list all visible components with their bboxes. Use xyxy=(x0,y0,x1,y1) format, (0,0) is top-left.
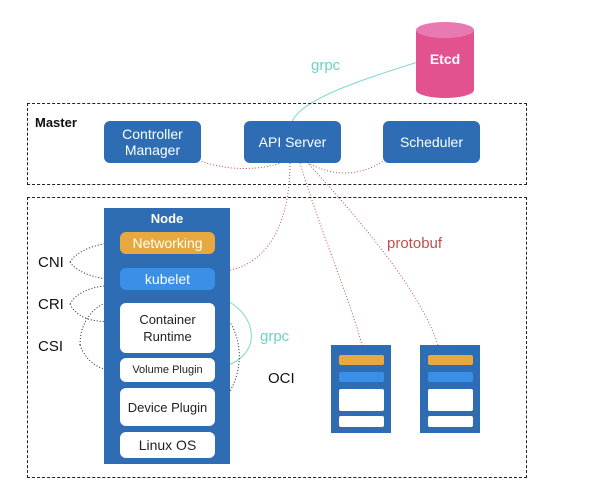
cri-label: CRI xyxy=(38,296,64,313)
master-title: Master xyxy=(35,115,77,130)
node2-kubelet xyxy=(339,372,384,382)
node-title: Node xyxy=(150,211,184,226)
oci-label: OCI xyxy=(268,370,295,387)
device-plugin: Device Plugin xyxy=(120,388,215,426)
csi-label: CSI xyxy=(38,338,64,355)
api-kubelet-line xyxy=(229,162,291,271)
volume-plugin: Volume Plugin xyxy=(120,358,215,382)
protobuf-line-1 xyxy=(299,162,363,346)
cri-loop xyxy=(69,285,123,322)
node3-os xyxy=(428,416,473,427)
grpc-etcd-line xyxy=(291,61,419,123)
grpc-node-label: grpc xyxy=(260,328,290,345)
node3-networking xyxy=(428,355,473,365)
api-server: API Server xyxy=(244,121,341,163)
scheduler: Scheduler xyxy=(383,121,480,163)
node3-kubelet xyxy=(428,372,473,382)
networking: Networking xyxy=(120,232,215,254)
grpc-top-label: grpc xyxy=(311,57,341,74)
kubelet: kubelet xyxy=(120,268,215,290)
worker-region xyxy=(27,197,527,478)
protobuf-label: protobuf xyxy=(387,235,443,252)
cni-label: CNI xyxy=(38,254,64,271)
master-region xyxy=(27,103,527,185)
linux-os: Linux OS xyxy=(120,432,215,458)
etcd-label: Etcd xyxy=(429,51,461,67)
node2-networking xyxy=(339,355,384,365)
node2-os xyxy=(339,416,384,427)
controller-manager: Controller Manager xyxy=(104,121,201,163)
node3-runtime xyxy=(428,389,473,411)
node2-runtime xyxy=(339,389,384,411)
container-runtime: Container Runtime xyxy=(120,303,215,353)
